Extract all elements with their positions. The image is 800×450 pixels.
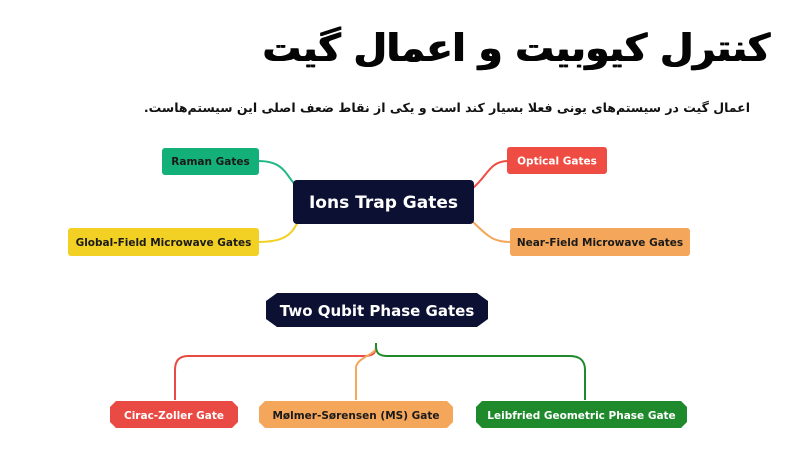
global-field-microwave-gates-node: Global-Field Microwave Gates — [68, 228, 259, 256]
near-field-microwave-gates-label: Near-Field Microwave Gates — [517, 237, 683, 249]
ions-trap-map: Ions Trap Gates Raman Gates Optical Gate… — [68, 147, 690, 256]
phase-gates-tree: Two Qubit Phase Gates Cirac-Zoller Gate … — [110, 293, 687, 428]
global-field-microwave-gates-label: Global-Field Microwave Gates — [76, 237, 252, 249]
page-title: کنترل کیوبیت و اعمال گیت — [262, 26, 770, 70]
connector-optical — [472, 160, 509, 189]
connector-near-field — [472, 221, 513, 243]
cirac-zoller-gate-label: Cirac-Zoller Gate — [124, 410, 224, 422]
optical-gates-label: Optical Gates — [517, 156, 597, 168]
leibfried-geometric-phase-gate-box — [476, 401, 687, 428]
ions-trap-gates-box — [293, 180, 474, 224]
global-field-microwave-gates-box — [68, 228, 259, 256]
raman-gates-node: Raman Gates — [162, 148, 259, 175]
two-qubit-phase-gates-label: Two Qubit Phase Gates — [280, 302, 475, 320]
optical-gates-node: Optical Gates — [507, 147, 607, 174]
leibfried-geometric-phase-gate-label: Leibfried Geometric Phase Gate — [487, 410, 675, 422]
connector-global-field — [257, 221, 299, 243]
near-field-microwave-gates-box — [510, 228, 690, 256]
page-subtitle: اعمال گیت در سیستم‌های یونی فعلا بسیار ک… — [143, 100, 750, 115]
leibfried-geometric-phase-gate-node: Leibfried Geometric Phase Gate — [476, 401, 687, 428]
connector-molmer-sorensen — [355, 343, 377, 400]
cirac-zoller-gate-node: Cirac-Zoller Gate — [110, 401, 238, 428]
raman-gates-box — [162, 148, 259, 175]
molmer-sorensen-gate-label: Mølmer-Sørensen (MS) Gate — [272, 410, 439, 422]
optical-gates-box — [507, 147, 607, 174]
connector-leibfried — [375, 343, 586, 400]
raman-gates-label: Raman Gates — [171, 156, 249, 168]
two-qubit-phase-gates-node: Two Qubit Phase Gates — [266, 293, 488, 327]
connector-raman — [257, 160, 299, 189]
ions-trap-gates-node: Ions Trap Gates — [293, 180, 474, 224]
cirac-zoller-gate-box — [110, 401, 238, 428]
molmer-sorensen-gate-box — [259, 401, 453, 428]
connector-cirac-zoller — [174, 343, 377, 400]
near-field-microwave-gates-node: Near-Field Microwave Gates — [510, 228, 690, 256]
ions-trap-gates-label: Ions Trap Gates — [309, 193, 458, 213]
two-qubit-phase-gates-box — [266, 293, 488, 327]
molmer-sorensen-gate-node: Mølmer-Sørensen (MS) Gate — [259, 401, 453, 428]
